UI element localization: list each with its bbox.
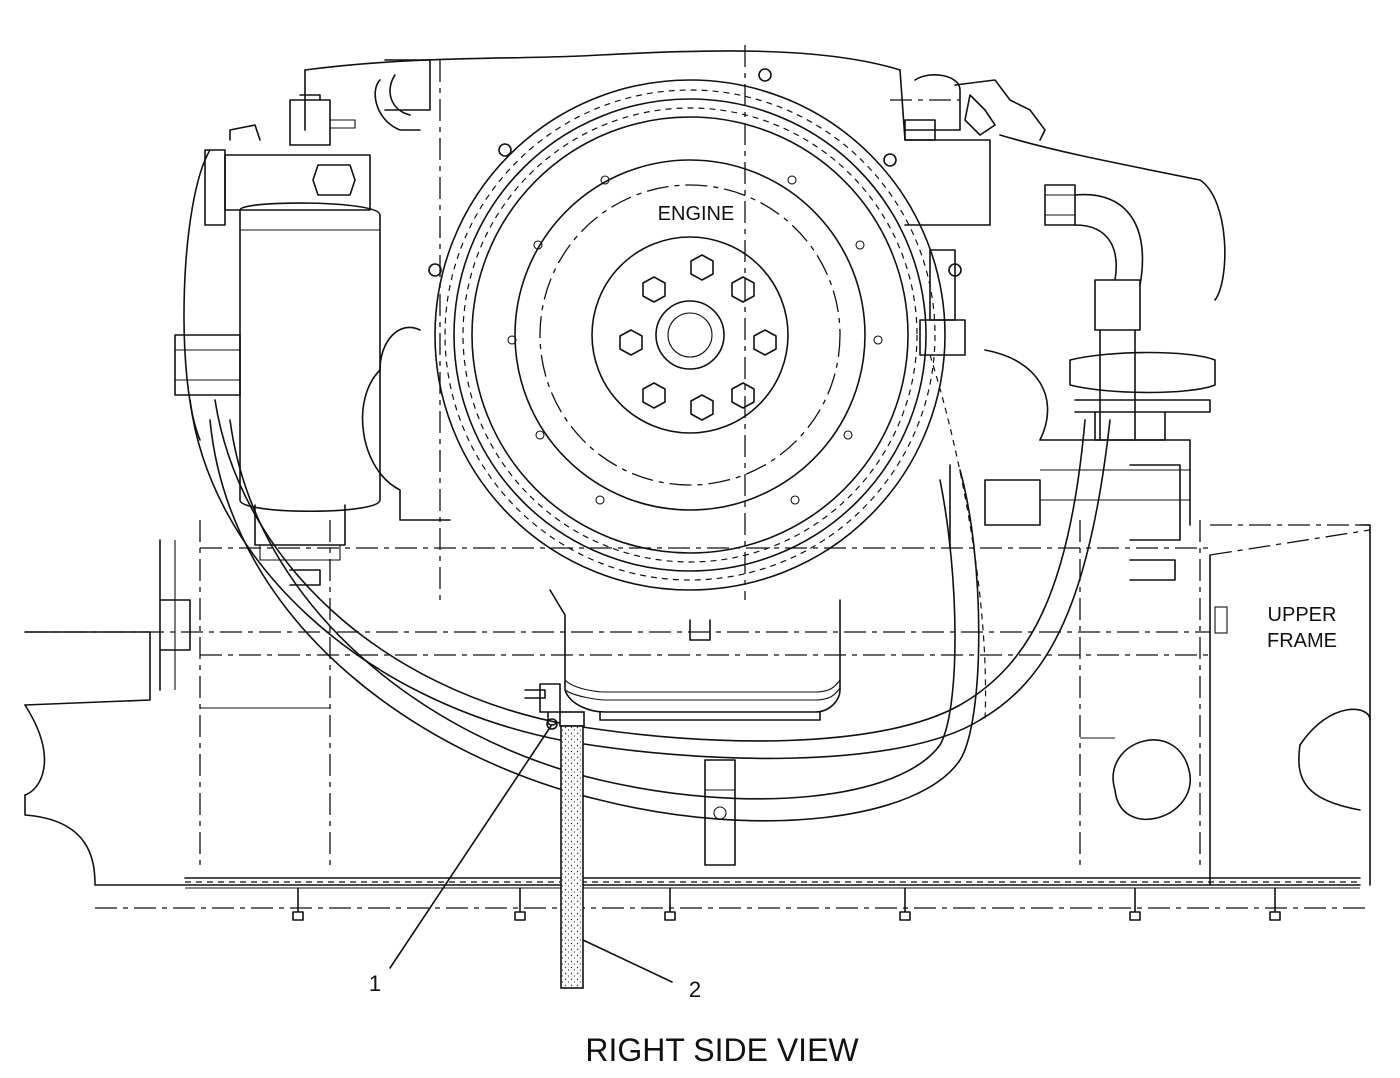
view-title: RIGHT SIDE VIEW [585,1032,859,1068]
upper-frame-label-line1: UPPER [1268,604,1337,626]
callout-2: 2 [689,977,701,1002]
upper-frame-label-line2: FRAME [1267,630,1337,652]
engine-block [183,45,1226,600]
oil-pan [549,589,841,866]
top-fittings [374,59,1076,226]
callout-1: 1 [369,971,381,996]
housing-bolts [428,68,962,277]
leader-line-2 [582,939,673,983]
flywheel-rim-holes [507,175,883,505]
flywheel-center-bolts [619,254,777,421]
leader-line-1 [389,725,552,969]
fuel-filter [174,94,381,586]
hoses [189,193,1216,822]
flywheel [428,68,962,591]
engine-label: ENGINE [658,203,735,225]
upper-frame [24,520,1371,921]
drain-tube [559,711,585,989]
leader-lines [389,725,673,983]
frame-bolts [292,887,1281,921]
